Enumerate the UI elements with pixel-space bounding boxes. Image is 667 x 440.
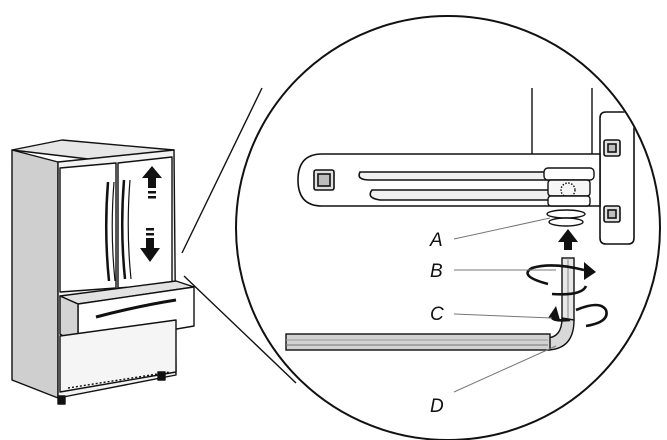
down-arrow-icon <box>140 228 160 262</box>
callout-label-d: D <box>430 396 444 417</box>
allen-wrench <box>285 257 575 351</box>
zoom-line-lower <box>183 275 297 384</box>
leader-lines <box>453 217 557 393</box>
magnified-view-circle <box>235 15 661 440</box>
hinge-bracket <box>599 111 635 245</box>
callout-label-a: A <box>429 230 443 251</box>
up-arrow-icon <box>142 166 162 199</box>
rotate-icon <box>584 262 596 280</box>
callout-label-c: C <box>430 304 444 325</box>
rotate-icon <box>548 306 560 320</box>
refrigerator-illustration <box>11 139 195 405</box>
up-arrow-icon <box>558 229 578 250</box>
callout-label-b: B <box>430 261 443 282</box>
rotate-icon <box>526 264 588 296</box>
hinge-pin <box>543 167 595 227</box>
zoom-line-upper <box>181 87 263 254</box>
